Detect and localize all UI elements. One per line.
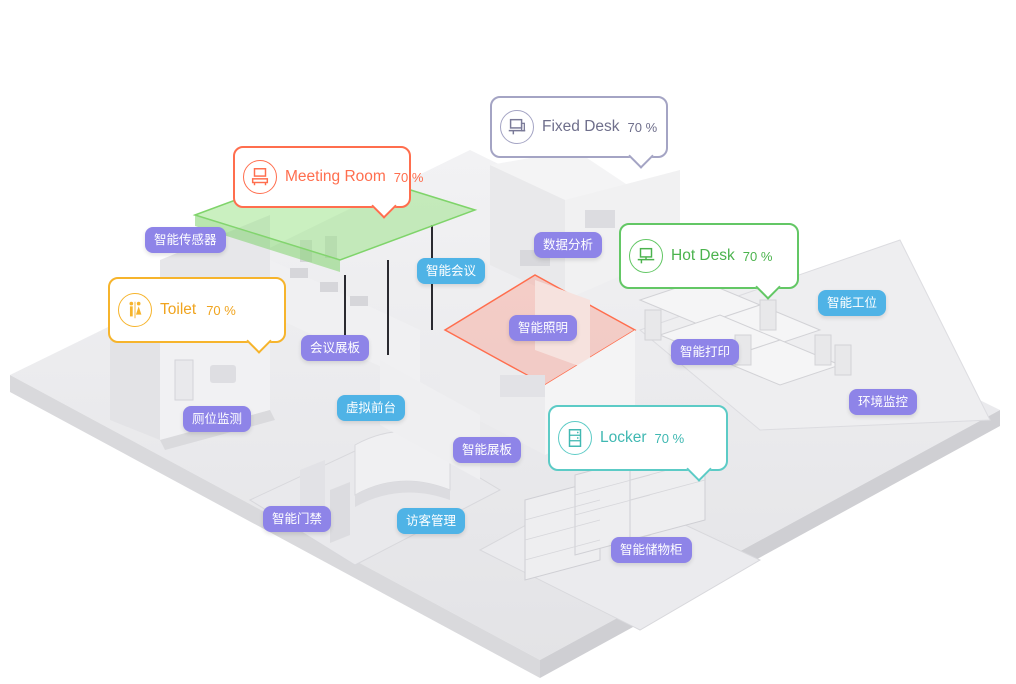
fixed-desk-callout[interactable]: Fixed Desk 70 % [490,96,668,169]
tag-toilet-monitor[interactable]: 厕位监测 [183,406,252,432]
fixed-desk-pct: 70 % [627,119,658,135]
meeting-room-callout[interactable]: Meeting Room 70 % [233,146,423,219]
fixed-desk-icon [500,110,534,144]
fixed-desk-label: Fixed Desk [542,118,620,135]
locker-icon [558,421,592,455]
meeting-room-icon [243,160,277,194]
tag-meeting-display[interactable]: 会议展板 [301,335,370,361]
tag-smart-access[interactable]: 智能门禁 [263,506,332,532]
locker-pct: 70 % [654,430,685,446]
tag-smart-workstation[interactable]: 智能工位 [818,290,887,316]
tag-env-monitor[interactable]: 环境监控 [849,389,918,415]
meeting-room-pct: 70 % [393,169,424,185]
locker-label: Locker [600,429,647,446]
hot-desk-label: Hot Desk [671,247,735,264]
locker-callout[interactable]: Locker 70 % [548,405,728,482]
toilet-icon [118,293,152,327]
tag-smart-display[interactable]: 智能展板 [453,437,522,463]
hot-desk-callout[interactable]: Hot Desk 70 % [619,223,799,300]
tag-virtual-reception[interactable]: 虚拟前台 [337,395,406,421]
tag-smart-meeting[interactable]: 智能会议 [417,258,486,284]
tag-smart-lighting[interactable]: 智能照明 [509,315,578,341]
tag-data-analysis[interactable]: 数据分析 [534,232,603,258]
hot-desk-pct: 70 % [742,248,773,264]
meeting-room-label: Meeting Room [285,168,386,185]
toilet-callout[interactable]: Toilet 70 % [108,277,286,354]
toilet-pct: 70 % [206,302,236,318]
tag-smart-sensor[interactable]: 智能传感器 [145,227,226,253]
toilet-label: Toilet [160,301,197,318]
hot-desk-icon [629,239,663,273]
tag-smart-print[interactable]: 智能打印 [671,339,740,365]
tag-smart-locker[interactable]: 智能储物柜 [611,537,692,563]
tag-visitor-mgmt[interactable]: 访客管理 [397,508,466,534]
